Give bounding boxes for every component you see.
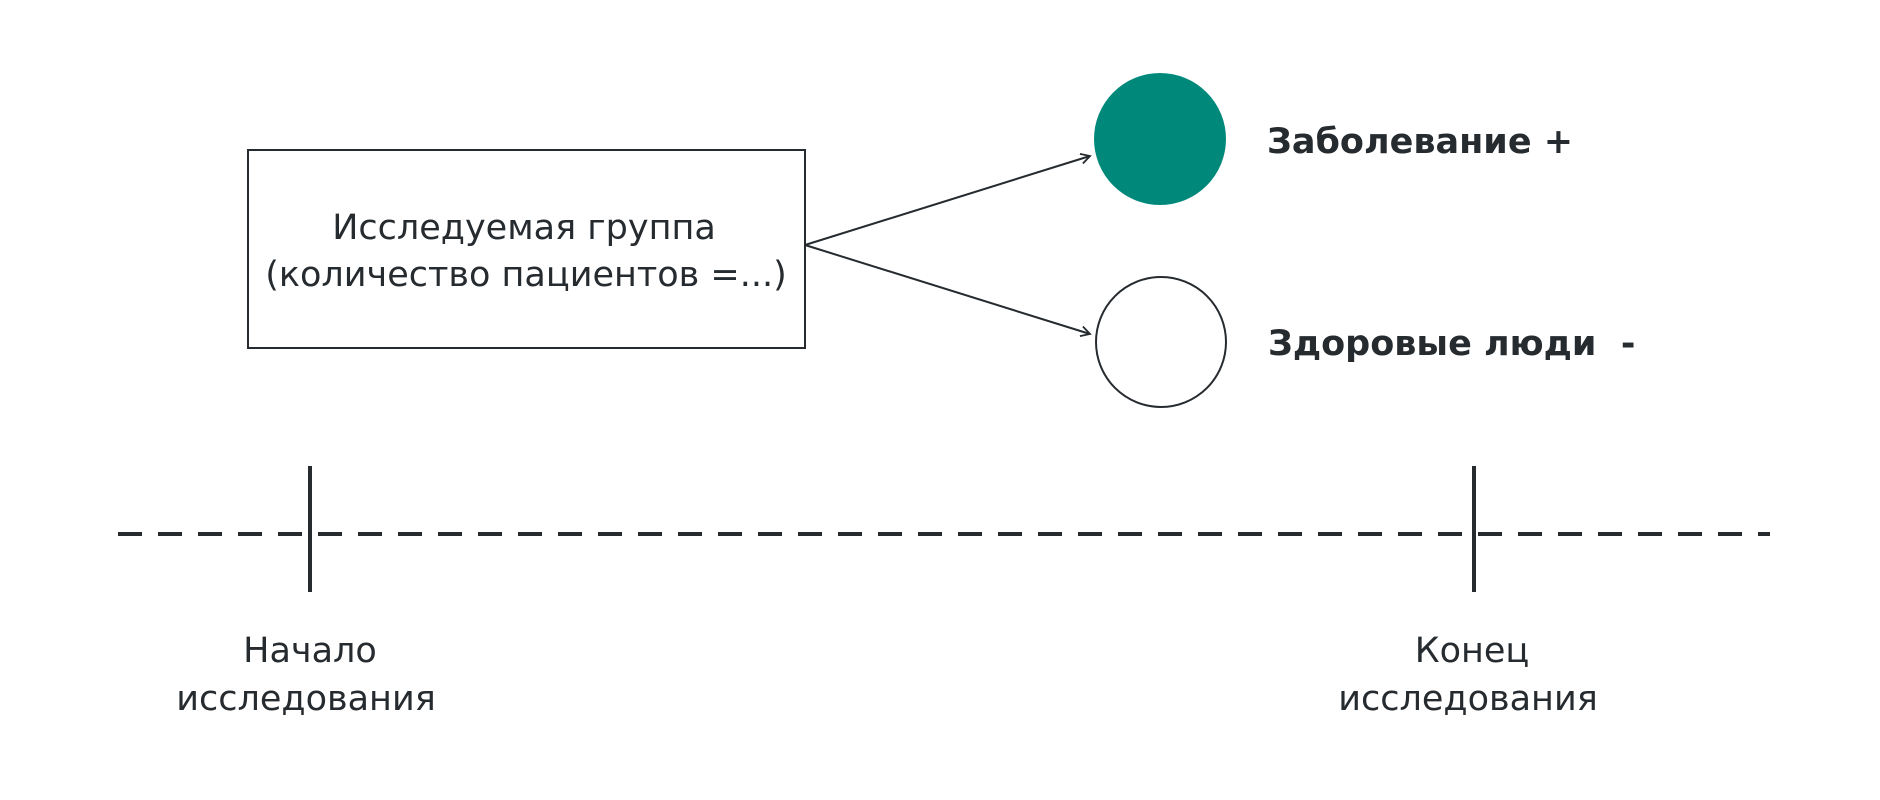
arrow-to-healthy: [804, 244, 1092, 337]
healthy-label: Здоровые люди -: [1268, 324, 1635, 364]
study-group-title: Исследуемая группа: [332, 208, 716, 248]
disease-circle: [1094, 73, 1226, 205]
study-group-box: [247, 149, 806, 349]
timeline-start-label-line1: Начало: [243, 631, 377, 671]
arrow-to-disease: [804, 153, 1092, 246]
timeline-end-label-line2: исследования: [1338, 679, 1598, 719]
timeline-end-label-line1: Конец: [1415, 631, 1530, 671]
study-group-count: (количество пациентов =...): [265, 255, 787, 295]
timeline-start-label-line2: исследования: [176, 679, 436, 719]
disease-label: Заболевание +: [1267, 122, 1573, 162]
healthy-circle: [1095, 276, 1227, 408]
